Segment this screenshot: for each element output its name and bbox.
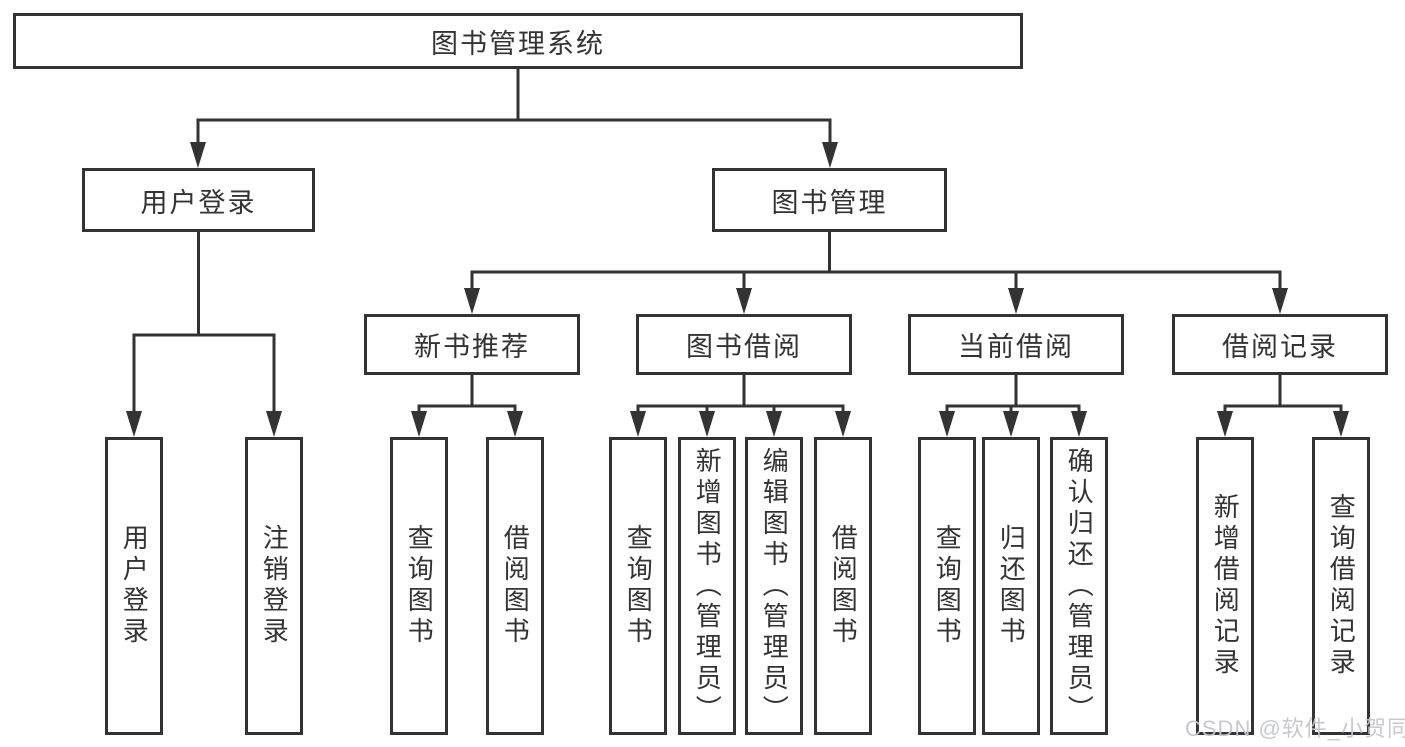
node-label: 新增图书（管理员） — [692, 446, 723, 726]
node-label: 用户登录 — [140, 187, 257, 218]
node-new-book-recommend: 新书推荐 — [364, 314, 580, 375]
node-user-login: 用户登录 — [82, 168, 315, 232]
node-label: 查询借阅记录 — [1326, 493, 1357, 679]
node-library-management-system: 图书管理系统 — [13, 13, 1023, 69]
leaf-return-books: 归还图书 — [982, 437, 1040, 735]
leaf-query-borrow-record: 查询借阅记录 — [1312, 437, 1370, 735]
leaf-user-login: 用户登录 — [105, 437, 163, 735]
node-label: 查询图书 — [404, 524, 435, 648]
leaf-borrow-books-1: 借阅图书 — [486, 437, 544, 735]
connector-user-login-to-leaves — [126, 230, 282, 437]
leaf-query-books-3: 查询图书 — [918, 437, 976, 735]
connector-current-borrowing-to-leaves — [939, 373, 1087, 437]
node-book-management: 图书管理 — [712, 168, 947, 232]
connector-root-to-level1 — [190, 66, 838, 168]
node-label: 用户登录 — [119, 524, 150, 648]
node-label: 图书管理 — [771, 187, 888, 218]
node-label: 查询图书 — [932, 524, 963, 648]
node-label: 图书管理系统 — [431, 28, 605, 59]
node-label: 当前借阅 — [958, 332, 1074, 362]
leaf-query-books-2: 查询图书 — [609, 437, 667, 735]
leaf-query-books-1: 查询图书 — [390, 437, 448, 735]
node-label: 借阅图书 — [500, 524, 531, 648]
node-label: 图书借阅 — [686, 332, 802, 362]
leaf-edit-book-admin: 编辑图书（管理员） — [745, 437, 803, 735]
connector-book-management-to-level2 — [464, 230, 1288, 314]
node-label: 确认归还（管理员） — [1064, 446, 1095, 726]
connector-borrow-records-to-leaves — [1217, 373, 1349, 437]
leaf-add-book-admin: 新增图书（管理员） — [678, 437, 736, 735]
leaf-add-borrow-record: 新增借阅记录 — [1196, 437, 1254, 735]
node-borrow-records: 借阅记录 — [1172, 314, 1388, 375]
node-label: 归还图书 — [996, 524, 1027, 648]
node-current-borrowing: 当前借阅 — [908, 314, 1124, 375]
connector-new-book-recommend-to-leaves — [411, 373, 523, 437]
node-label: 新书推荐 — [414, 332, 530, 362]
node-label: 注销登录 — [259, 524, 290, 648]
node-label: 借阅记录 — [1222, 332, 1338, 362]
node-label: 借阅图书 — [828, 524, 859, 648]
leaf-confirm-return-admin: 确认归还（管理员） — [1050, 437, 1108, 735]
node-label: 新增借阅记录 — [1210, 493, 1241, 679]
leaf-logout-login: 注销登录 — [245, 437, 303, 735]
leaf-borrow-books-2: 借阅图书 — [814, 437, 872, 735]
node-label: 查询图书 — [623, 524, 654, 648]
node-book-borrowing: 图书借阅 — [636, 314, 852, 375]
node-label: 编辑图书（管理员） — [759, 446, 790, 726]
connector-book-borrowing-to-leaves — [630, 373, 851, 437]
